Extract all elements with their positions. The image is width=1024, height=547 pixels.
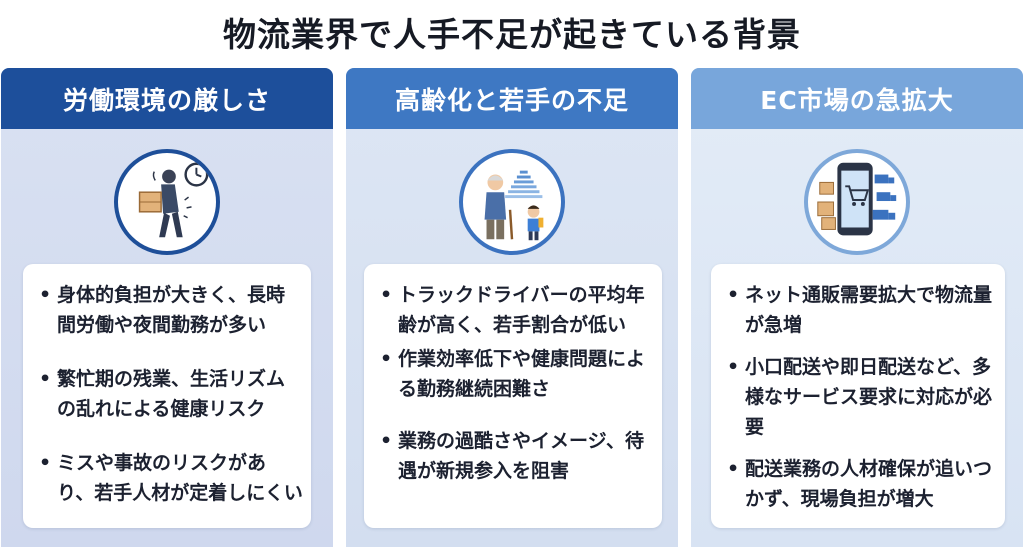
bullet-item: 作業効率低下や健康問題による勤務継続困難さ (378, 344, 654, 404)
bullet-card: トラックドライバーの平均年齢が高く、若手割合が低い 作業効率低下や健康問題による… (364, 264, 662, 528)
column-working-conditions: 労働環境の厳しさ 身体的負担が大きく、長時間労働や夜間勤務が多い 繁忙期の残業、… (1, 68, 333, 547)
elderly-and-child-icon (459, 149, 565, 255)
bullet-item: ミスや事故のリスクがあり、若手人材が定着しにくい (37, 448, 303, 508)
smartphone-shopping-delivery-icon (804, 149, 910, 255)
bullet-item: トラックドライバーの平均年齢が高く、若手割合が低い (378, 280, 654, 340)
bullet-item: 小口配送や即日配送など、多様なサービス要求に対応が必要 (725, 352, 997, 442)
bullet-item: 配送業務の人材確保が追いつかず、現場負担が増大 (725, 454, 997, 514)
bullet-item: ネット通販需要拡大で物流量が急増 (725, 280, 997, 340)
bullet-item: 繁忙期の残業、生活リズムの乱れによる健康リスク (37, 364, 303, 424)
bullet-card: ネット通販需要拡大で物流量が急増 小口配送や即日配送など、多様なサービス要求に対… (711, 264, 1005, 528)
column-heading: 労働環境の厳しさ (1, 68, 333, 129)
column-heading: 高齢化と若手の不足 (346, 68, 678, 129)
column-aging-workforce: 高齢化と若手の不足 トラックドライバーの平均年齢が高く、若手割合が低い 作業効率… (346, 68, 678, 547)
worker-carrying-box-icon (114, 149, 220, 255)
bullet-item: 業務の過酷さやイメージ、待遇が新規参入を阻害 (378, 426, 654, 486)
column-ec-growth: EC市場の急拡大 ネット通販需要拡大で物流量が急増 小口配送や即日配送など、多様… (691, 68, 1023, 547)
bullet-item: 身体的負担が大きく、長時間労働や夜間勤務が多い (37, 280, 303, 340)
page-title: 物流業界で人手不足が起きている背景 (223, 15, 801, 54)
column-heading: EC市場の急拡大 (691, 68, 1023, 129)
bullet-card: 身体的負担が大きく、長時間労働や夜間勤務が多い 繁忙期の残業、生活リズムの乱れに… (23, 264, 311, 528)
